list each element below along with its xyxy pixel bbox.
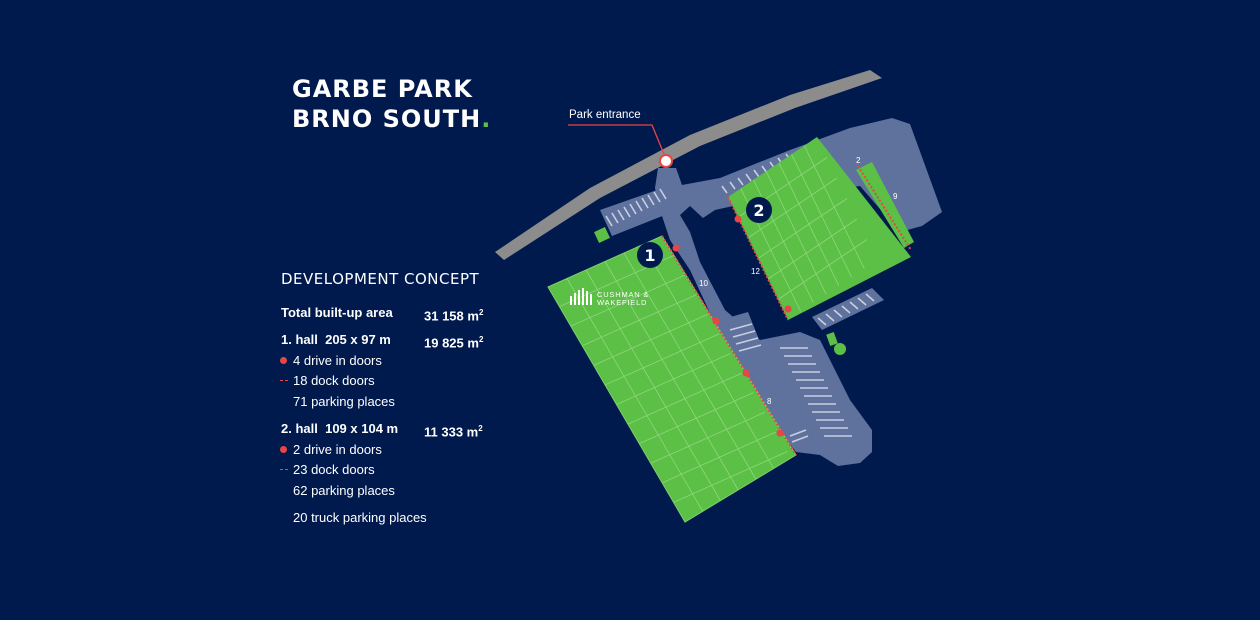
dock-label-9: 9 <box>893 192 898 201</box>
unit-superscript: 2 <box>478 335 484 344</box>
grid-line <box>662 431 777 484</box>
hall2-label: 2. hall <box>281 421 318 436</box>
hall-1-grid <box>559 244 788 514</box>
unit-superscript: 2 <box>478 308 484 317</box>
cushman-wakefield-logo: CUSHMAN & WAKEFIELD <box>570 288 649 307</box>
dock-label-2: 2 <box>856 156 861 165</box>
hall-2-grid <box>737 145 868 312</box>
park-title-line2: BRNO SOUTH. <box>292 104 491 134</box>
hall2-parking: 62 parking places <box>293 483 395 498</box>
drive-in-doors <box>672 215 792 437</box>
hall1-drive-in: 4 drive in doors <box>293 353 382 368</box>
logo-line1: CUSHMAN & <box>597 290 649 299</box>
green-tree <box>834 343 846 355</box>
hall1-label: 1. hall <box>281 332 318 347</box>
grid-line <box>673 451 788 503</box>
hall-2-badge: 2 <box>746 197 772 223</box>
truck-parking: 20 truck parking places <box>293 510 427 525</box>
total-label: Total built-up area <box>281 305 393 320</box>
drive-in-door-marker <box>280 357 287 364</box>
grid-line <box>757 198 848 259</box>
dock-door-marker <box>280 380 288 382</box>
park-entrance-label: Park entrance <box>569 109 641 121</box>
hall1-dock: 18 dock doors <box>293 373 375 388</box>
park-title-line2-text: BRNO SOUTH <box>292 105 482 133</box>
park-title-line1: GARBE PARK <box>292 75 473 103</box>
logo-mark-icon <box>570 288 592 305</box>
grid-line <box>777 239 868 300</box>
total-built-up-row: Total built-up area 31 158 m2 <box>281 305 483 323</box>
hall2-dims: 109 x 104 m <box>325 421 399 436</box>
grid-line <box>747 177 838 239</box>
hall2-drive-in: 2 drive in doors <box>293 442 382 457</box>
dock-doors <box>661 165 912 456</box>
hall2-area: 11 333 m2 <box>424 421 483 440</box>
hall-1-building <box>547 235 797 523</box>
highway <box>495 70 882 260</box>
development-concept-heading: DEVELOPMENT CONCEPT <box>281 270 480 288</box>
dock-label-8: 8 <box>767 397 772 406</box>
hall-1-number: 1 <box>644 246 655 265</box>
unit-superscript: 2 <box>478 424 483 433</box>
green-area <box>594 227 610 243</box>
hall1-dims: 205 x 97 m <box>325 332 391 347</box>
hall1-area: 19 825 m2 <box>424 332 483 351</box>
title-accent-dot: . <box>481 105 492 133</box>
grid-line <box>627 372 743 425</box>
green-area <box>826 331 838 347</box>
dock-label-12: 12 <box>751 267 760 276</box>
hall2-dock: 23 dock doors <box>293 462 375 477</box>
hall2-row: 2. hall 109 x 104 m 11 333 m2 <box>281 421 483 439</box>
parking-stripes <box>605 153 875 443</box>
park-title: GARBE PARK BRNO SOUTH. <box>292 74 491 134</box>
grid-line <box>593 313 708 366</box>
hall-1-badge: 1 <box>637 242 663 268</box>
grid-line <box>639 392 754 445</box>
total-value: 31 158 m2 <box>424 305 483 324</box>
hall2-area-text: 11 333 m <box>424 424 479 440</box>
dock-label-10: 10 <box>699 279 708 288</box>
grid-line <box>650 411 765 464</box>
logo-line2: WAKEFIELD <box>597 298 647 307</box>
hall1-parking: 71 parking places <box>293 394 395 409</box>
park-entrance-marker: Park entrance <box>568 109 673 168</box>
grid-line <box>604 333 720 386</box>
hall1-row: 1. hall 205 x 97 m 19 825 m2 <box>281 332 483 350</box>
dock-door-marker <box>280 469 288 471</box>
grid-line <box>570 274 685 327</box>
hall-2-number: 2 <box>753 201 764 220</box>
hall-2-building <box>728 137 914 320</box>
grid-line <box>767 218 858 280</box>
hall1-area-text: 19 825 m <box>424 335 479 351</box>
drive-in-door-marker <box>280 446 287 453</box>
total-value-text: 31 158 m <box>424 308 479 324</box>
grid-line <box>582 294 697 347</box>
site-roads <box>600 118 942 466</box>
grid-line <box>616 353 731 405</box>
